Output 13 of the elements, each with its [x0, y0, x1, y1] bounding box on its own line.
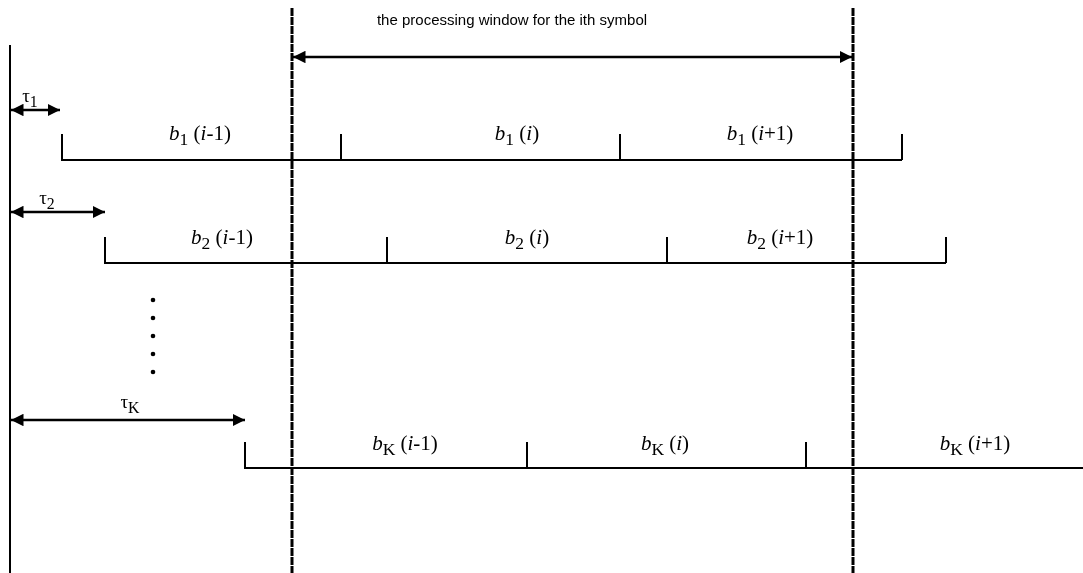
symbol-label: b$_{K}$ (i+1): [939, 432, 1011, 460]
window-label: the processing window for the ith symbol: [376, 12, 648, 29]
delay-label: τ$_{1}$: [22, 86, 38, 111]
delay-label: τ$_{K}$: [120, 392, 140, 417]
delay-label: τ$_{2}$: [39, 188, 55, 213]
symbol-label: b$_{1}$ (i-1): [169, 122, 231, 150]
symbol-label: b$_{2}$ (i): [504, 226, 550, 254]
symbol-label: b$_{K}$ (i): [640, 432, 690, 460]
symbol-label: b$_{1}$ (i): [494, 122, 540, 150]
symbol-label: b$_{K}$ (i-1): [372, 432, 438, 460]
symbol-label: b$_{2}$ (i+1): [746, 226, 814, 254]
symbol-label: b$_{2}$ (i-1): [191, 226, 253, 254]
symbol-label: b$_{1}$ (i+1): [726, 122, 794, 150]
